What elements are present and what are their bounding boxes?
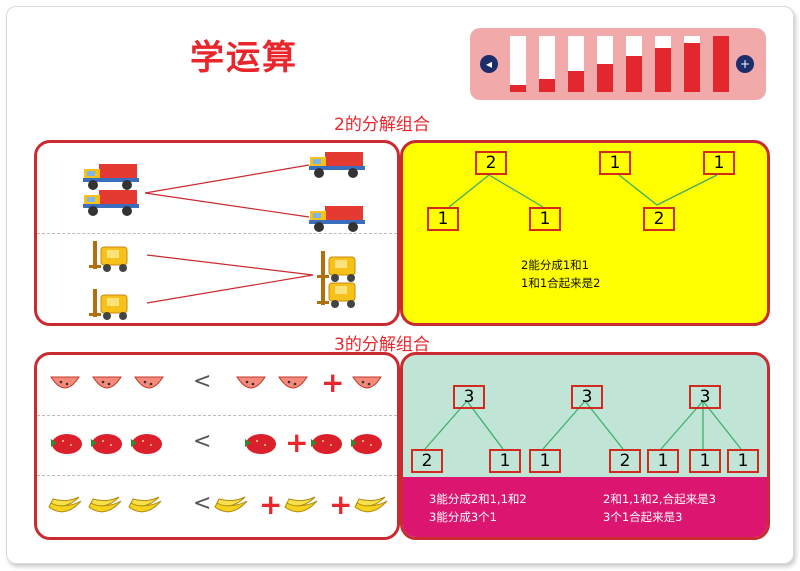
volume-level-bar[interactable] xyxy=(684,36,700,92)
tree2-left: 1 xyxy=(599,151,631,175)
tree5-top: 3 xyxy=(689,385,721,409)
banana-bunch-icon xyxy=(88,496,122,513)
forklift-icon xyxy=(89,289,128,320)
banana-bunch-icon xyxy=(48,496,82,513)
strawberry-icon xyxy=(351,434,382,454)
plus-sign: + xyxy=(285,426,309,459)
section2-title: 3的分解组合 xyxy=(334,335,430,355)
section2-decomposition-panel: 3 2 1 3 1 2 3 1 1 1 3能分成2和1,1和2 3能分成3个1 … xyxy=(400,352,770,540)
section2-text-right-1: 2和1,1和2,合起来是3 xyxy=(603,492,716,506)
less-than-sign: < xyxy=(193,429,212,454)
section1-text-line1: 2能分成1和1 xyxy=(521,258,589,272)
volume-level-fill xyxy=(655,48,671,92)
strawberry-icon xyxy=(311,434,342,454)
tree3-leaf: 2 xyxy=(411,449,443,473)
tree5-leaf: 1 xyxy=(647,449,679,473)
volume-level-fill xyxy=(510,84,526,92)
volume-level-bar[interactable] xyxy=(568,36,584,92)
tree2-right: 1 xyxy=(703,151,735,175)
strawberry-icon xyxy=(91,434,122,454)
banana-bunch-icon xyxy=(354,496,388,513)
tree1-left: 1 xyxy=(427,207,459,231)
section1-decomposition-panel: 2 1 1 1 1 2 2能分成1和1 1和1合起来是2 xyxy=(400,140,770,326)
strawberry-icon xyxy=(245,434,276,454)
volume-level-bar[interactable] xyxy=(539,36,555,92)
tree-connectors xyxy=(448,174,718,208)
strawberry-icon xyxy=(131,434,162,454)
matching-lines xyxy=(144,164,314,304)
dump-truck-icon xyxy=(309,206,365,232)
tree5-leaf: 1 xyxy=(689,449,721,473)
section2-text-left-2: 3能分成3个1 xyxy=(429,510,497,524)
tree4-leaf: 2 xyxy=(609,449,641,473)
section2-text-left-1: 3能分成2和1,1和2 xyxy=(429,492,527,506)
page-title: 学运算 xyxy=(190,38,298,78)
volume-level-fill xyxy=(568,70,584,92)
speaker-plus-icon[interactable]: + xyxy=(736,55,754,73)
plus-sign: + xyxy=(329,488,353,521)
tree3-leaf: 1 xyxy=(489,449,521,473)
watermelon-slice-icon xyxy=(352,376,382,389)
tree4-top: 3 xyxy=(571,385,603,409)
plus-sign: + xyxy=(259,488,283,521)
watermelon-slice-icon xyxy=(92,376,122,389)
section1-title: 2的分解组合 xyxy=(334,115,430,135)
tree-connectors xyxy=(424,400,742,450)
section1-picture-panel xyxy=(34,140,400,326)
watermelon-slice-icon xyxy=(236,376,266,389)
dump-truck-icon xyxy=(83,190,139,216)
banana-bunch-icon xyxy=(214,496,248,513)
forklift-icon xyxy=(317,277,356,308)
volume-level-fill xyxy=(597,64,613,92)
plus-sign: + xyxy=(321,366,345,399)
volume-level-bar[interactable] xyxy=(597,36,613,92)
forklift-icon xyxy=(317,251,356,282)
volume-level-bar[interactable] xyxy=(713,36,729,92)
tree4-leaf: 1 xyxy=(529,449,561,473)
less-than-sign: < xyxy=(193,369,212,394)
volume-level-bar[interactable] xyxy=(510,36,526,92)
section1-text-line2: 1和1合起来是2 xyxy=(521,276,601,290)
banana-bunch-icon xyxy=(128,496,162,513)
tree1-right: 1 xyxy=(529,207,561,231)
volume-level-fill xyxy=(684,42,700,92)
watermelon-slice-icon xyxy=(278,376,308,389)
section2-text-band xyxy=(403,477,767,537)
dump-truck-icon xyxy=(309,152,365,178)
tree2-bottom: 2 xyxy=(643,207,675,231)
watermelon-slice-icon xyxy=(134,376,164,389)
less-than-sign: < xyxy=(193,491,212,516)
tree5-leaf: 1 xyxy=(727,449,759,473)
volume-level-fill xyxy=(539,79,555,92)
tree1-top: 2 xyxy=(475,151,507,175)
volume-level-bar[interactable] xyxy=(626,36,642,92)
speaker-minus-icon[interactable]: ◂ xyxy=(480,55,498,73)
tree3-top: 3 xyxy=(453,385,485,409)
strawberry-icon xyxy=(51,434,82,454)
audio-player: ◂ + xyxy=(470,28,766,100)
forklift-icon xyxy=(89,241,128,272)
volume-level-bar[interactable] xyxy=(655,36,671,92)
volume-level-fill xyxy=(626,55,642,92)
section2-picture-panel: < + < + < + + xyxy=(34,352,400,540)
section2-text-right-2: 3个1合起来是3 xyxy=(603,510,683,524)
dump-truck-icon xyxy=(83,164,139,190)
volume-level-fill xyxy=(713,36,729,92)
watermelon-slice-icon xyxy=(50,376,80,389)
banana-bunch-icon xyxy=(284,496,318,513)
